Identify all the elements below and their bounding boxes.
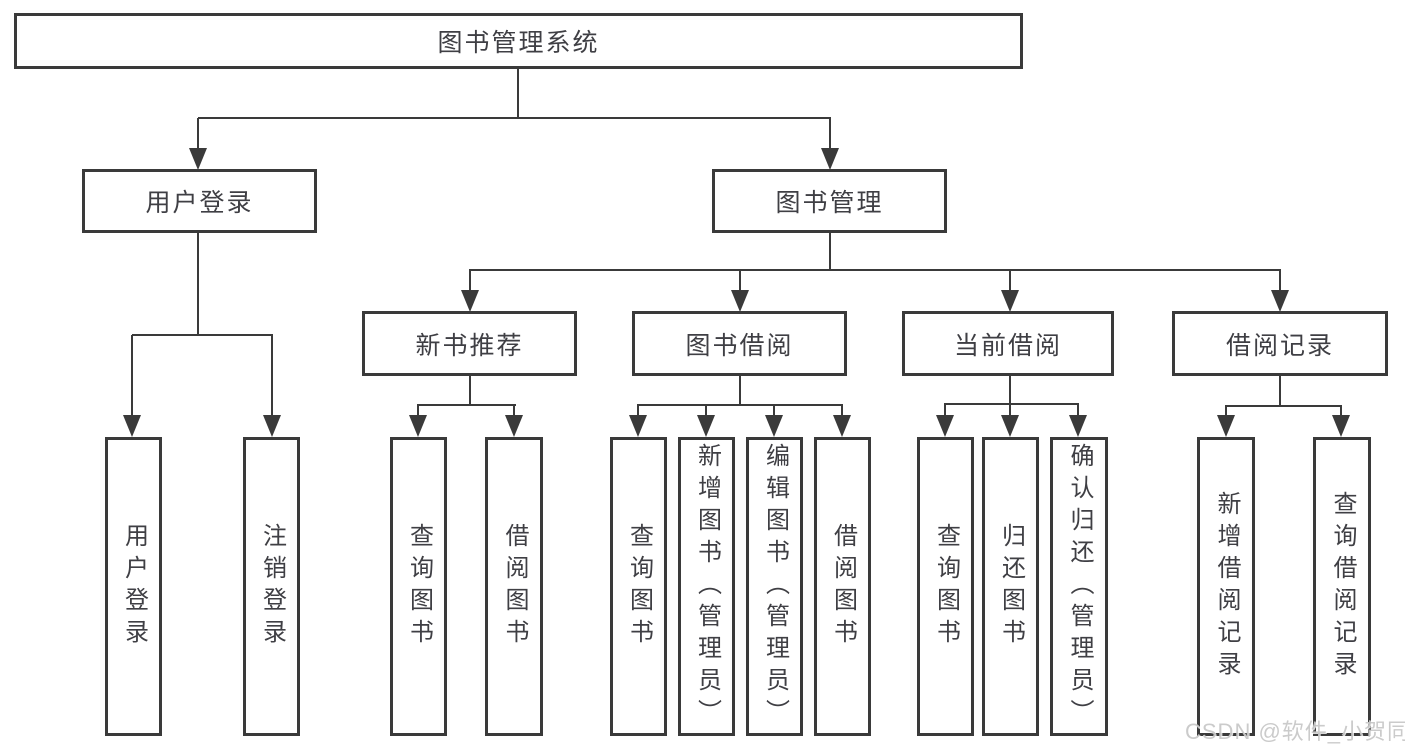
leaf-query-books-recommend: 查询图书: [390, 437, 447, 736]
connector-records-branch: [1225, 405, 1342, 407]
connector-borrowing-branch: [637, 404, 843, 406]
arrow-down-to-user-login: [189, 118, 207, 170]
leaf-query-borrow-record: 查询借阅记录: [1313, 437, 1371, 736]
leaf-borrow-books-borrowing: 借阅图书: [814, 437, 871, 736]
node-new-book-recommend: 新书推荐: [362, 311, 577, 376]
leaf-add-borrow-record: 新增借阅记录: [1197, 437, 1255, 736]
watermark-text: CSDN @软件_小贺同学: [1185, 719, 1405, 744]
leaf-borrow-books-recommend: 借阅图书: [485, 437, 543, 736]
leaf-query-books-borrowing: 查询图书: [610, 437, 667, 736]
leaf-edit-book-admin: 编辑图书（管理员）: [746, 437, 803, 736]
arrow-down-to-leaf-add-book: [697, 405, 715, 437]
connector-borrowing-stem: [739, 375, 741, 406]
connector-current-stem: [1009, 375, 1011, 405]
leaf-user-login: 用户登录: [105, 437, 162, 736]
arrow-down-to-borrowing-records: [1271, 270, 1289, 312]
leaf-query-books-current: 查询图书: [917, 437, 974, 736]
arrow-down-to-new-book-recommend: [461, 270, 479, 312]
connector-user-login-stem: [197, 233, 199, 335]
connector-root-stem: [517, 68, 519, 119]
leaf-add-book-admin: 新增图书（管理员）: [678, 437, 735, 736]
connector-user-login-branch: [132, 334, 273, 336]
leaf-logout-login: 注销登录: [243, 437, 300, 736]
arrow-down-to-leaf-confirm-return: [1069, 404, 1087, 437]
leaf-return-book: 归还图书: [982, 437, 1039, 736]
node-user-login: 用户登录: [82, 169, 317, 233]
arrow-down-to-book-management: [821, 118, 839, 170]
arrow-down-to-leaf-logout: [263, 335, 281, 437]
connector-recommend-stem: [469, 375, 471, 406]
connector-level2-branch: [198, 117, 831, 119]
connector-records-stem: [1279, 375, 1281, 407]
connector-level3-branch: [469, 269, 1281, 271]
arrow-down-to-leaf-borrow-books-1: [505, 405, 523, 437]
arrow-down-to-leaf-return-book: [1001, 404, 1019, 437]
node-library-system: 图书管理系统: [14, 13, 1023, 69]
arrow-down-to-current-borrowing: [1001, 270, 1019, 312]
arrow-down-to-leaf-borrow-books-2: [833, 405, 851, 437]
node-book-management: 图书管理: [712, 169, 947, 233]
connector-recommend-branch: [417, 404, 516, 406]
arrow-down-to-leaf-query-books-1: [409, 405, 427, 437]
arrow-down-to-leaf-add-record: [1217, 406, 1235, 437]
arrow-down-to-leaf-query-books-3: [936, 404, 954, 437]
arrow-down-to-leaf-user-login: [123, 335, 141, 437]
arrow-down-to-leaf-query-record: [1332, 406, 1350, 437]
arrow-down-to-leaf-edit-book: [765, 405, 783, 437]
node-borrowing-records: 借阅记录: [1172, 311, 1388, 376]
connector-book-management-stem: [829, 233, 831, 270]
arrow-down-to-leaf-query-books-2: [629, 405, 647, 437]
connector-current-branch: [944, 403, 1079, 405]
node-book-borrowing: 图书借阅: [632, 311, 847, 376]
leaf-confirm-return-admin: 确认归还（管理员）: [1050, 437, 1108, 736]
node-current-borrowing: 当前借阅: [902, 311, 1114, 376]
arrow-down-to-book-borrowing: [731, 270, 749, 312]
